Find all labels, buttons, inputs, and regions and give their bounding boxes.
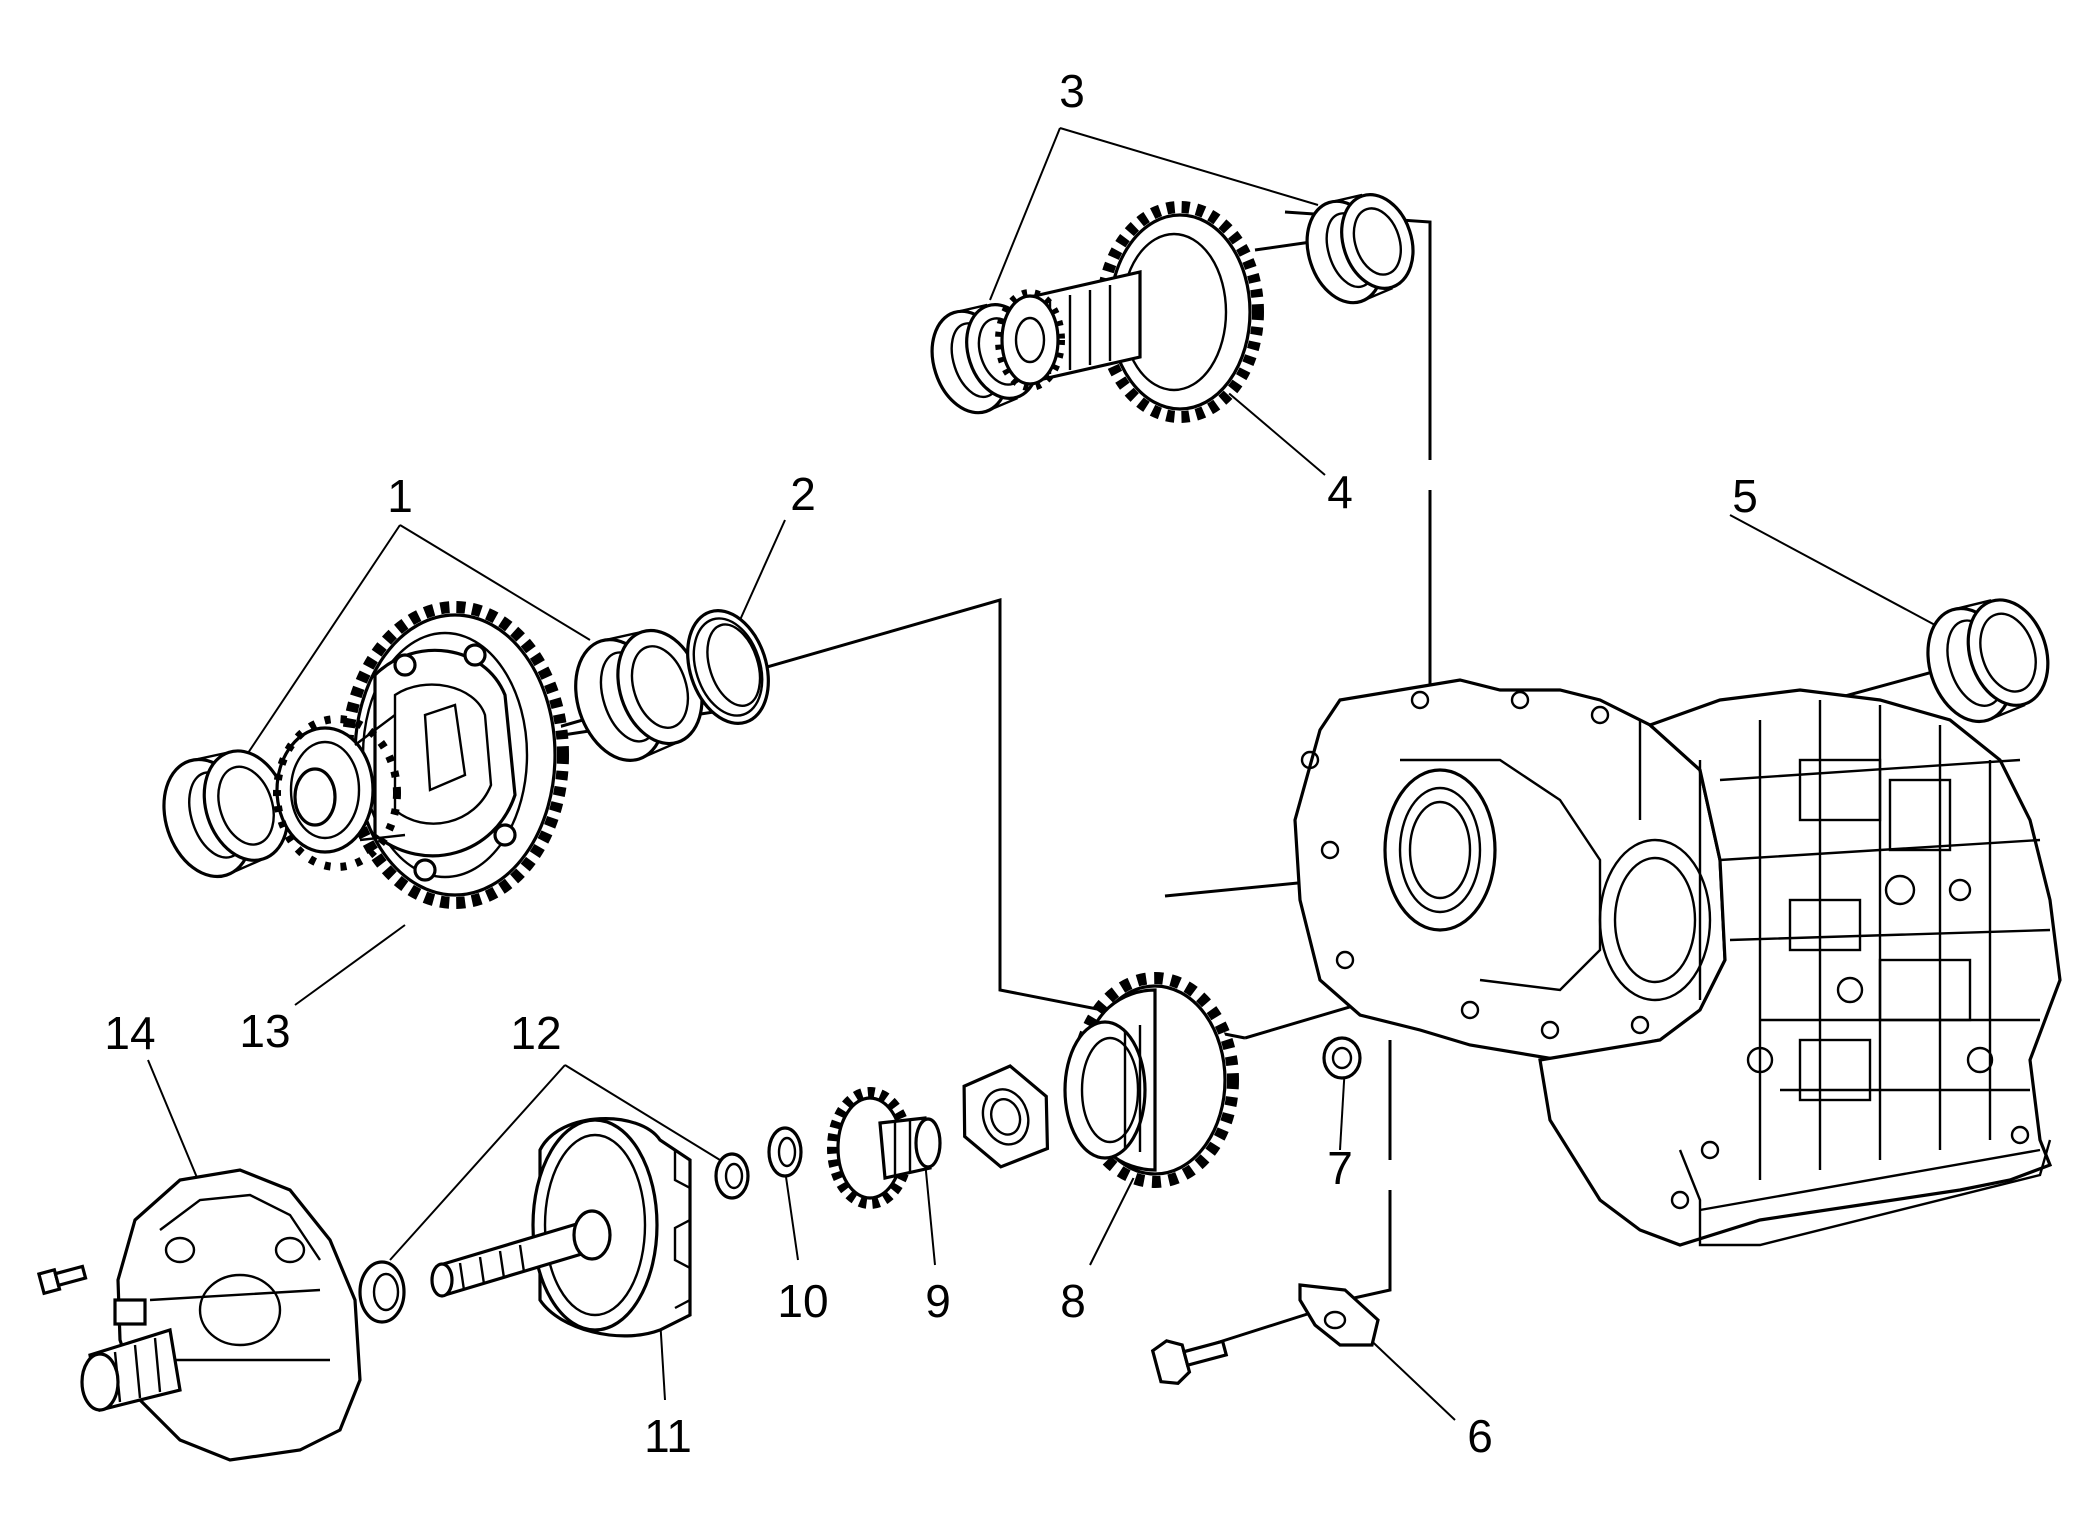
callout-2: 2: [790, 468, 816, 520]
callout-4: 4: [1327, 466, 1353, 518]
part-14-pump-cover: [36, 1168, 362, 1462]
callout-11: 11: [644, 1410, 692, 1462]
callout-9: 9: [925, 1275, 951, 1327]
callout-14: 14: [104, 1007, 155, 1059]
callout-6: 6: [1467, 1410, 1493, 1462]
callout-5: 5: [1732, 470, 1758, 522]
lock-nut: [962, 1064, 1050, 1169]
part-6-bracket-and-bolt: [1150, 1283, 1380, 1385]
callout-10: 10: [777, 1275, 828, 1327]
callout-7: 7: [1327, 1142, 1353, 1194]
part-4-intermediate-gear: [995, 201, 1264, 423]
part-8-drive-gear: [1063, 972, 1239, 1188]
part-7-washer: [1322, 1036, 1362, 1080]
callout-1: 1: [387, 470, 413, 522]
callout-3: 3: [1059, 65, 1085, 117]
callout-13: 13: [239, 1005, 290, 1057]
callout-12: 12: [510, 1007, 561, 1059]
part-10-washer: [767, 1126, 803, 1178]
callout-8: 8: [1060, 1275, 1086, 1327]
part-2-retainer: [686, 609, 770, 725]
part-5-bearing-cup: [1926, 598, 2050, 724]
callout-labels: 1 2 3 4 5 6 7 8 9 10 11 12 13 14: [104, 65, 1757, 1462]
part-11-drum-and-shaft: [430, 1117, 692, 1338]
part-13-differential: [273, 601, 569, 909]
transaxle-case: [1293, 678, 2062, 1247]
part-12-thrust-washers: [358, 1152, 750, 1324]
part-1-bearing-cups: [162, 628, 704, 879]
part-9-pinion-gear: [827, 1087, 942, 1209]
